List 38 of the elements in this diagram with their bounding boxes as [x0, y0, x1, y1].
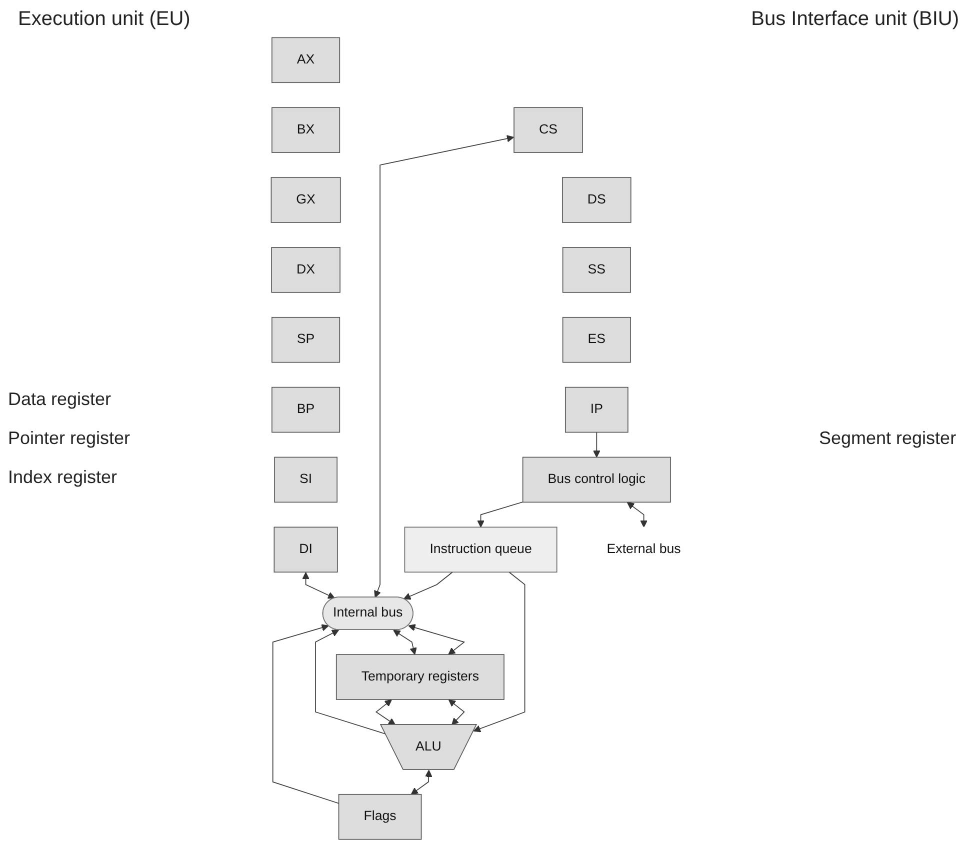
arrow [272, 624, 340, 804]
node-box: IP [564, 386, 628, 433]
node-box: SI [274, 456, 338, 503]
section-heading: Bus Interface unit (BIU) [751, 8, 959, 31]
arrow [477, 502, 524, 528]
arrow [403, 572, 453, 600]
node-box: AX [272, 37, 340, 84]
node-box: BX [272, 107, 340, 153]
register-group-label: Data register [8, 389, 112, 410]
node-box: SS [562, 247, 631, 293]
arrow [374, 135, 514, 598]
node-box: Bus control logic [522, 456, 671, 503]
arrow [375, 699, 396, 726]
arrow [315, 630, 386, 734]
node-box: GX [270, 177, 341, 223]
node-box: DI [274, 526, 338, 573]
node-box: ES [562, 316, 631, 363]
arrow [393, 630, 417, 655]
node-box: CS [514, 107, 583, 153]
arrow [408, 624, 466, 655]
arrow [302, 572, 336, 599]
arrow [593, 432, 600, 458]
arrow [473, 572, 526, 732]
node-box: BP [272, 386, 340, 433]
node-box: DS [562, 177, 632, 223]
arrow [448, 699, 465, 726]
node-box: Instruction queue [404, 526, 558, 573]
node-box: DX [271, 247, 340, 293]
node-box: Flags [338, 794, 422, 840]
arrow [626, 502, 648, 528]
arrow [410, 770, 432, 795]
node-box: Temporary registers [336, 654, 504, 700]
section-heading: Execution unit (EU) [18, 8, 190, 31]
node-text: External bus [606, 542, 681, 556]
node-box: SP [272, 316, 340, 363]
register-group-label: Segment register [819, 428, 958, 449]
register-group-label: Index register [8, 467, 118, 488]
register-group-label: Pointer register [8, 428, 132, 449]
